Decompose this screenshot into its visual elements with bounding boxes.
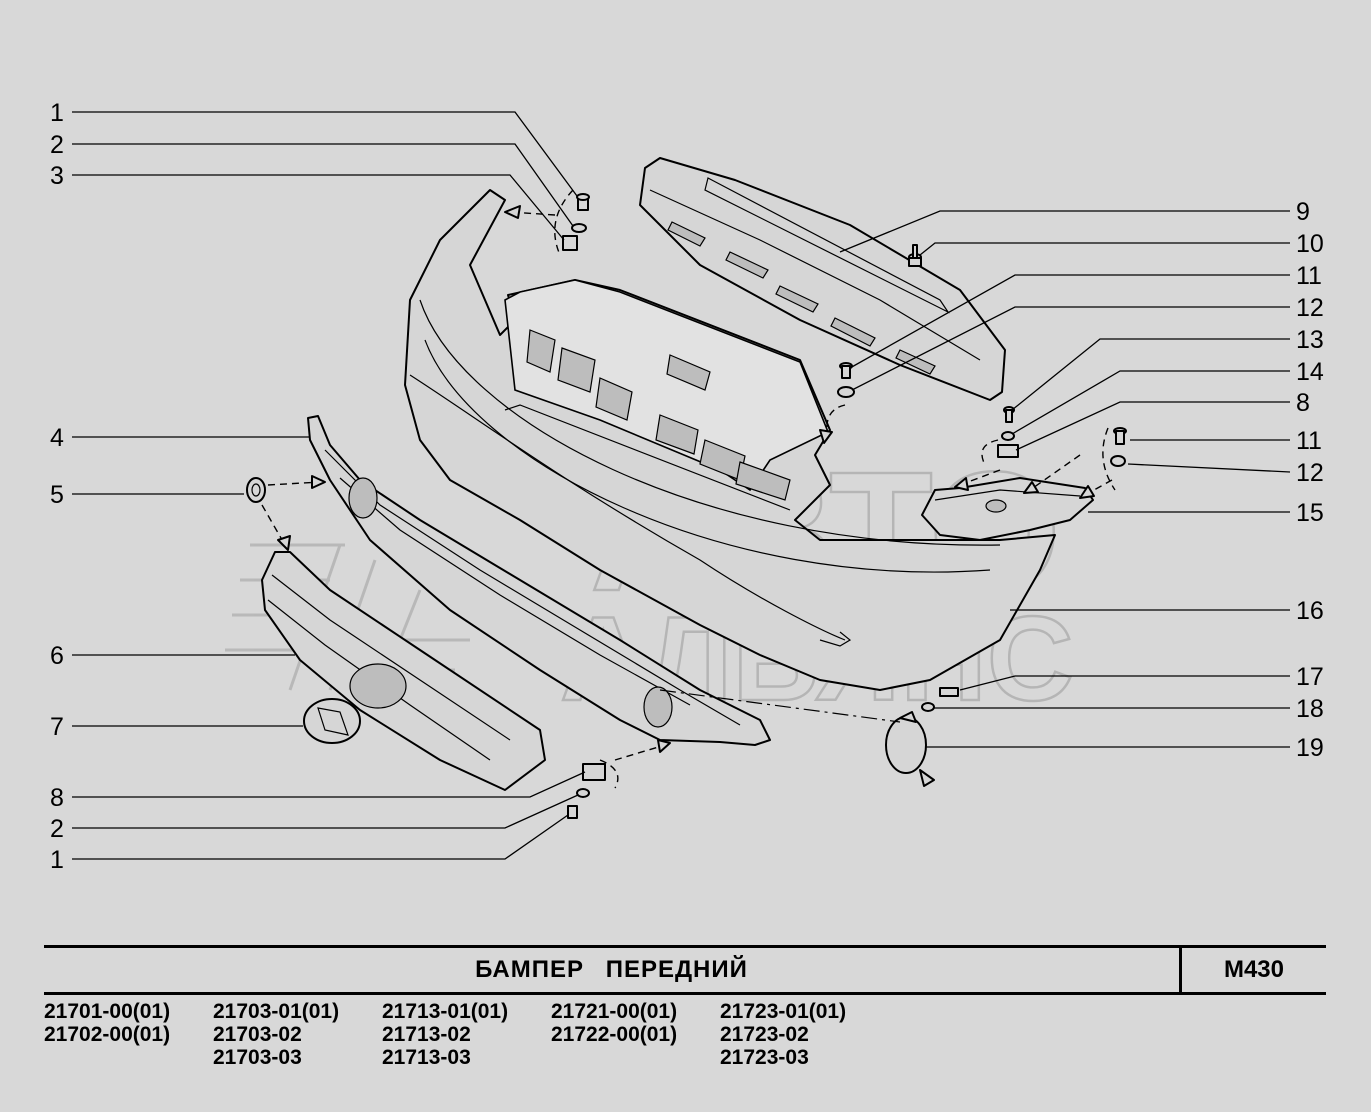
assembly-lines [261, 189, 1116, 789]
screw-11-right [1113, 427, 1127, 445]
washer-2-bottom [576, 788, 590, 798]
washer-12-right [1110, 455, 1126, 467]
model-code: 21701-00(01) [44, 1000, 171, 1023]
callout-8: 8 [50, 784, 64, 812]
model-code: 21703-03 [213, 1046, 302, 1069]
callout-6: 6 [50, 642, 64, 670]
diagram-title: БАМПЕР ПЕРЕДНИЙ [44, 948, 1182, 992]
washer-2-top [571, 223, 587, 233]
grille-opening-panel [504, 279, 830, 501]
washer-18 [921, 702, 935, 712]
callout-5: 5 [50, 481, 64, 509]
part-16-bumper-cover [404, 189, 1056, 691]
model-code: 21723-03 [720, 1046, 809, 1069]
callout-12-right: 12 [1296, 459, 1324, 487]
title-block: БАМПЕР ПЕРЕДНИЙ M430 21701-00(01) 21702-… [44, 945, 1326, 1069]
model-code: 21713-02 [382, 1023, 471, 1046]
callouts-right: 9 10 11 12 13 14 8 11 12 15 16 17 18 19 [1296, 198, 1324, 762]
model-code: 21723-01(01) [720, 1000, 847, 1023]
part-7-emblem [303, 698, 361, 744]
callout-11: 11 [1296, 262, 1322, 290]
clip-8-right [997, 444, 1019, 458]
callout-15: 15 [1296, 499, 1324, 527]
diagram-code: M430 [1223, 956, 1285, 983]
part-5-plug [246, 477, 266, 503]
callout-8-right: 8 [1296, 389, 1310, 417]
callout-3: 3 [50, 162, 64, 190]
callout-10: 10 [1296, 230, 1324, 258]
washer-14 [1001, 431, 1015, 441]
part-9-reinforcement-beam [639, 157, 1006, 401]
callout-1-bottom: 1 [50, 846, 64, 874]
callout-12: 12 [1296, 294, 1324, 322]
screw-1-top [576, 193, 590, 211]
callout-11-right: 11 [1296, 427, 1322, 455]
screw-1-bottom [567, 805, 578, 819]
model-code: 21703-02 [213, 1023, 302, 1046]
callout-16: 16 [1296, 597, 1324, 625]
title-row: БАМПЕР ПЕРЕДНИЙ M430 [44, 948, 1326, 995]
fasteners [562, 193, 1127, 819]
screw-13 [1003, 406, 1015, 423]
callout-2: 2 [50, 131, 64, 159]
callout-17: 17 [1296, 663, 1324, 691]
callout-9: 9 [1296, 198, 1310, 226]
model-column-5: 21723-01(01) 21723-02 21723-03 [720, 1000, 889, 1069]
leader-lines [72, 111, 1291, 860]
washer-12-left [837, 386, 855, 398]
model-code: 21721-00(01) [551, 1000, 678, 1023]
callout-2-bottom: 2 [50, 815, 64, 843]
beam-slots [667, 221, 936, 375]
callout-7: 7 [50, 713, 64, 741]
model-code: 21702-00(01) [44, 1023, 171, 1046]
clip-3 [562, 235, 578, 251]
model-code: 21713-03 [382, 1046, 471, 1069]
model-column-4: 21721-00(01) 21722-00(01) [551, 1000, 720, 1069]
model-code: 21723-02 [720, 1023, 809, 1046]
clip-8-bottom [582, 763, 606, 781]
exploded-parts-diagram: АВТО АЛЬЯНС [50, 99, 1324, 874]
callout-14: 14 [1296, 358, 1324, 386]
part-15-side-bracket [921, 477, 1094, 541]
callout-13: 13 [1296, 326, 1324, 354]
callouts-left: 1 2 3 4 5 6 7 8 2 1 [50, 99, 64, 874]
model-list: 21701-00(01) 21702-00(01) 21703-01(01) 2… [44, 995, 1326, 1069]
model-column-3: 21713-01(01) 21713-02 21713-03 [382, 1000, 551, 1069]
screw-17 [939, 687, 959, 697]
part-6-outer-grille [261, 551, 546, 791]
model-code: 21713-01(01) [382, 1000, 509, 1023]
part-19-fog-lamp-cap [885, 711, 935, 787]
bolt-10 [908, 244, 922, 267]
callout-19: 19 [1296, 734, 1324, 762]
model-column-1: 21701-00(01) 21702-00(01) [44, 1000, 213, 1069]
model-code: 21703-01(01) [213, 1000, 340, 1023]
callout-18: 18 [1296, 695, 1324, 723]
screw-11-left [839, 362, 853, 379]
callout-1: 1 [50, 99, 64, 127]
callout-4: 4 [50, 424, 64, 452]
model-code: 21722-00(01) [551, 1023, 678, 1046]
model-column-2: 21703-01(01) 21703-02 21703-03 [213, 1000, 382, 1069]
part-4-grille-frame [307, 415, 771, 746]
